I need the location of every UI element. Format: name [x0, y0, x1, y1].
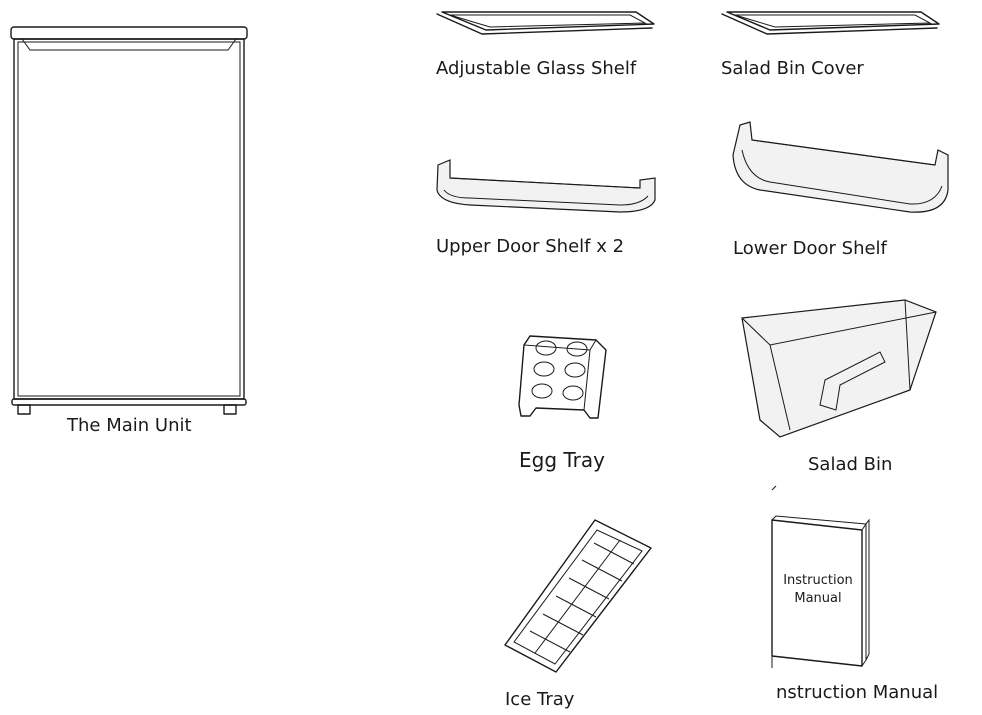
egg-tray-drawing	[518, 335, 607, 419]
salad-bin-cover-drawing	[721, 11, 940, 35]
glass-shelf-drawing	[436, 11, 655, 35]
main-unit-drawing	[10, 26, 248, 415]
ice-tray-drawing	[504, 519, 652, 673]
label-ice-tray: Ice Tray	[505, 689, 575, 710]
manual-cover-line2: Manual	[794, 591, 841, 606]
label-upper-door-shelf: Upper Door Shelf x 2	[436, 236, 625, 257]
manual-cover-line1: Instruction	[783, 573, 853, 588]
lower-door-shelf-drawing	[732, 121, 949, 213]
label-lower-door-shelf: Lower Door Shelf	[733, 238, 887, 259]
label-main-unit: The Main Unit	[67, 415, 192, 436]
label-salad-bin: Salad Bin	[808, 454, 893, 475]
salad-bin-drawing	[741, 299, 937, 491]
label-egg-tray: Egg Tray	[519, 448, 605, 472]
instruction-manual-drawing: Instruction Manual	[771, 515, 870, 668]
label-glass-shelf: Adjustable Glass Shelf	[436, 58, 637, 79]
upper-door-shelf-drawing	[436, 159, 656, 213]
label-salad-bin-cover: Salad Bin Cover	[721, 58, 864, 79]
label-instruction-manual: nstruction Manual	[776, 682, 939, 703]
